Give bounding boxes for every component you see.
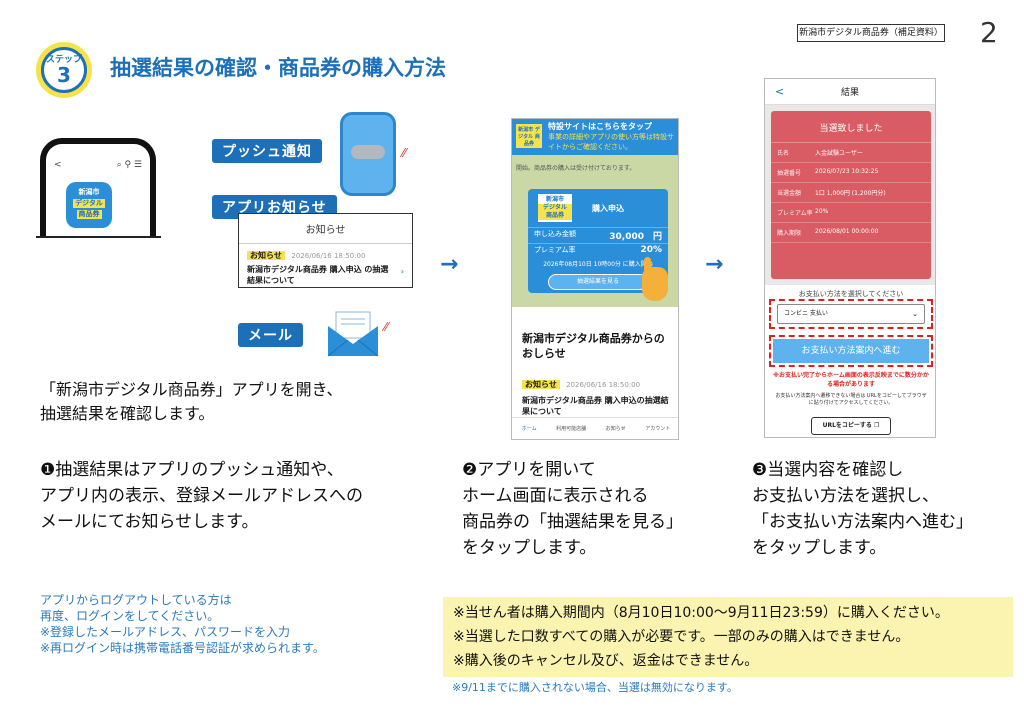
news-heading: 新潟市デジタル商品券からのおしらせ — [522, 332, 665, 360]
arrow-right-icon: → — [440, 252, 459, 277]
home-screen-mockup: 新潟市 デジタル 商品券 特設サイトはこちらをタップ 事業の詳細やアプリの使い方… — [511, 118, 679, 440]
mail-label: メール — [238, 323, 303, 347]
special-site-banner[interactable]: 新潟市 デジタル 商品券 特設サイトはこちらをタップ 事業の詳細やアプリの使い方… — [512, 119, 678, 155]
notice-card-header: お知らせ — [239, 214, 412, 244]
copy-url-button[interactable]: URLをコピーする ❐ — [811, 417, 891, 435]
notice-date: 2026/06/16 18:50:00 — [291, 252, 366, 260]
purchase-note: ※当せん者は購入期間内（8月10日10:00～9月11日23:59）に購入くださ… — [453, 605, 949, 621]
push-notification-label: プッシュ通知 — [212, 139, 322, 163]
page-number: 2 — [980, 16, 998, 49]
notice-tag: お知らせ — [247, 251, 285, 260]
step-number: 3 — [57, 63, 71, 87]
proceed-payment-button[interactable]: お支払い方法案内へ進む — [773, 339, 929, 363]
phone-base-line — [36, 236, 161, 238]
step2-description: ❷アプリを開いて ホーム画面に表示される 商品券の「抽選結果を見る」 をタップし… — [462, 460, 683, 558]
toolbar-icons: ⌕ ⚲ ☰ — [116, 160, 142, 170]
card-title: 購入申込 — [592, 203, 624, 213]
news-tag-row: お知らせ 2026/06/16 18:50:00 — [522, 379, 640, 390]
purchase-note: ※当選した口数すべての購入が必要です。一部のみの購入はできません。 — [453, 629, 910, 645]
result-row: 氏名入金試験ユーザー — [771, 143, 931, 163]
tab-stores[interactable]: 利用可能店舗 — [556, 426, 587, 432]
page-title: 抽選結果の確認・商品券の購入方法 — [110, 56, 446, 80]
chevron-down-icon: ⌄ — [912, 310, 918, 318]
winning-title: 当選致しました — [771, 115, 931, 143]
copy-url-note: お支払い方法案内へ遷移できない場合は URLをコピーしてブラウザに貼り付けてアク… — [775, 393, 927, 406]
invalid-note: ※9/11までに購入されない場合、当選は無効になります。 — [452, 681, 738, 694]
step-badge: ステップ 3 — [36, 42, 92, 98]
payment-method-prompt: お支払い方法を選択してください — [798, 290, 904, 298]
spark-icon: ⁄⁄ — [384, 320, 389, 334]
payment-method-select[interactable]: コンビニ 支払い ⌄ — [777, 304, 925, 324]
purchase-notes-box: ※当せん者は購入期間内（8月10日10:00～9月11日23:59）に購入くださ… — [443, 597, 1013, 677]
app-icon[interactable]: 新潟市 デジタル 商品券 — [66, 182, 112, 228]
back-icon[interactable]: < — [775, 85, 785, 98]
lead-text: 「新潟市デジタル商品券」アプリを開き、 抽選結果を確認します。 — [40, 380, 343, 423]
news-item[interactable]: 新潟市デジタル商品券 購入申込の抽選結果について — [522, 396, 669, 416]
tab-notices[interactable]: お知らせ — [605, 426, 626, 432]
chevron-right-icon: › — [400, 267, 404, 276]
banner-badge: 新潟市 デジタル 商品券 — [516, 124, 542, 148]
card-logo: 新潟市 デジタル 商品券 — [538, 194, 572, 222]
payment-warning: ※お支払い完了からホーム画面の表示反映までに数分かかる場合があります — [773, 372, 929, 388]
purchase-note: ※購入後のキャンセル及び、返金はできません。 — [453, 653, 759, 669]
copy-icon: ❐ — [874, 422, 880, 429]
bottom-tab-bar: ホーム 利用可能店舗 お知らせ アカウント — [512, 417, 678, 439]
logout-note: アプリからログアウトしている方は 再度、ログインをしてください。 ※登録したメー… — [40, 593, 325, 655]
tab-account[interactable]: アカウント — [645, 426, 671, 432]
ticker-text: 開始。商品券の購入は受け付けております。 — [516, 165, 636, 172]
step3-description: ❸当選内容を確認し お支払い方法を選択し、 「お支払い方法案内へ進む」 をタップ… — [752, 460, 973, 558]
notice-text: 新潟市デジタル商品券 購入申込 の抽選結果について — [247, 265, 389, 285]
spark-icon: ⁄⁄ — [402, 146, 407, 160]
button-highlight — [769, 335, 933, 367]
tap-hand-icon — [642, 257, 668, 301]
doc-tag: 新潟市デジタル商品券（補足資料） — [797, 24, 945, 42]
push-phone-icon — [340, 112, 396, 196]
app-phone-illustration: < ⌕ ⚲ ☰ 新潟市 デジタル 商品券 — [40, 138, 156, 238]
envelope-icon — [327, 311, 379, 357]
arrow-right-icon: → — [705, 252, 724, 277]
step1-description: ❶抽選結果はアプリのプッシュ通知や、 アプリ内の表示、登録メールアドレスへの メ… — [40, 460, 363, 532]
back-icon: < — [54, 160, 62, 170]
notice-card[interactable]: お知らせ お知らせ 2026/06/16 18:50:00 新潟市デジタル商品券… — [238, 213, 413, 288]
view-result-button[interactable]: 抽選結果を見る — [548, 274, 648, 290]
tab-home[interactable]: ホーム — [521, 426, 537, 432]
step-word: ステップ — [45, 55, 82, 65]
result-screen-title: 結果 — [840, 88, 859, 98]
purchase-period: 2026年08月10日 10時00分 に購入開始 — [543, 261, 653, 268]
select-highlight — [769, 299, 933, 329]
